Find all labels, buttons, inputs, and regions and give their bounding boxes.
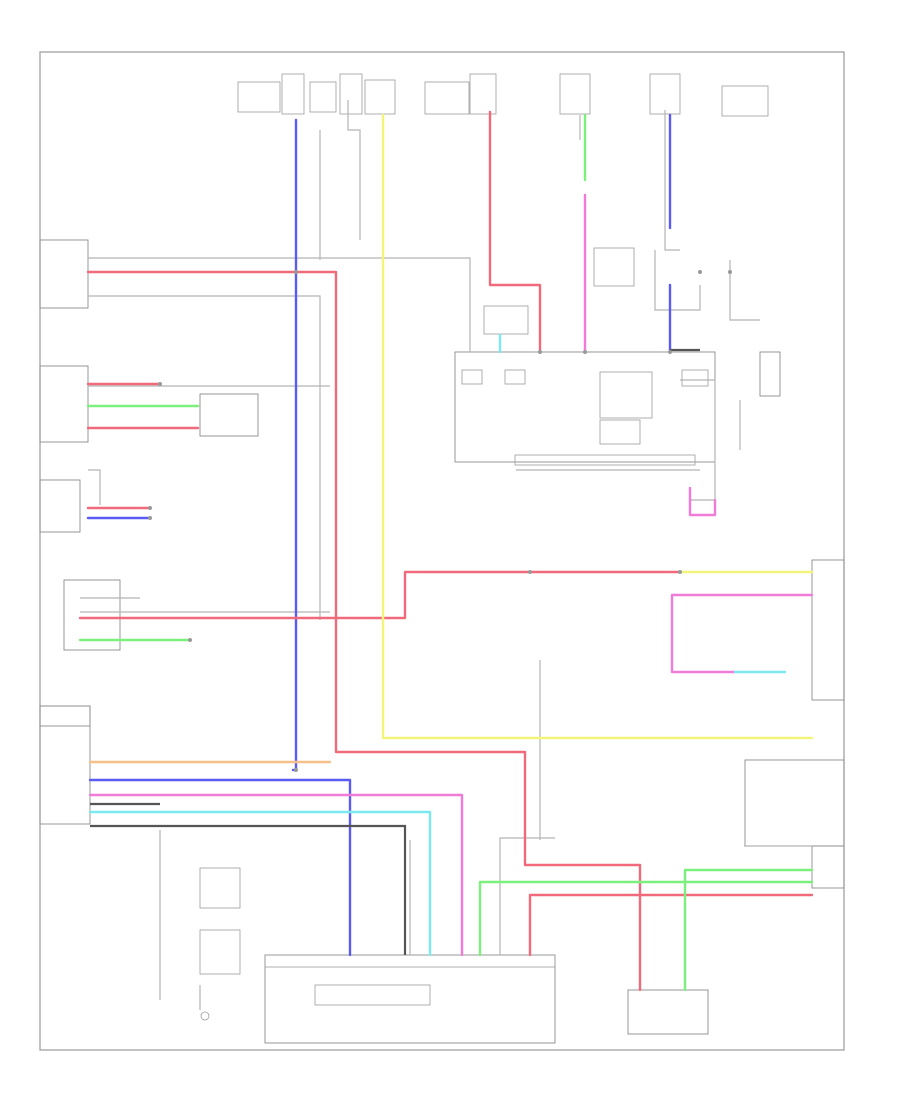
- fuse-5: [469, 73, 497, 115]
- wire-red-mid: [78, 570, 682, 620]
- right-component-3: [811, 845, 845, 889]
- fuse-block-group: [237, 73, 769, 117]
- fuse-4: [364, 79, 396, 115]
- left-components: [39, 239, 259, 825]
- component-mid-right: [593, 247, 635, 287]
- wire-blue-main: [291, 118, 298, 772]
- wire-pink-sw: [88, 793, 464, 957]
- fuse-7: [649, 73, 681, 115]
- colored-wires: [78, 110, 814, 992]
- wire-red-fuse: [488, 110, 542, 354]
- fuse-block-label-2: [424, 81, 470, 115]
- component-box-3: [39, 479, 81, 533]
- wire-darkgray: [90, 824, 407, 955]
- component-box-4: [63, 579, 121, 651]
- main-module-terminal-3: [681, 369, 709, 387]
- component-box-5: [39, 705, 91, 825]
- wire-cyan: [88, 810, 432, 957]
- component-box-2: [39, 365, 89, 443]
- wire-yellow-main: [381, 113, 814, 740]
- main-module-terminal-1: [461, 369, 483, 385]
- ground-symbol: [200, 1011, 210, 1021]
- fuse-1: [281, 73, 305, 115]
- resistor-box: [759, 351, 781, 397]
- wire-blue-sw: [88, 778, 352, 957]
- switch-header: [39, 705, 91, 727]
- main-module-box: [454, 351, 716, 463]
- relay-box-1: [199, 393, 259, 437]
- fuse-3: [339, 73, 363, 115]
- wire-pink-right: [688, 486, 717, 517]
- fuse-6: [559, 73, 591, 115]
- diagram-frame: [39, 51, 845, 1051]
- module-label-box: [483, 305, 529, 335]
- main-module-sub: [599, 419, 641, 445]
- bottom-right-module: [627, 989, 709, 1035]
- fuse-block-label-3: [721, 85, 769, 117]
- fuse-2: [309, 81, 337, 113]
- main-module-inner: [599, 371, 653, 419]
- main-module-terminal-2: [504, 369, 526, 385]
- bottom-main-module: [264, 954, 556, 1044]
- right-components: [627, 351, 845, 1035]
- main-module-lower: [514, 454, 696, 466]
- fuse-block-label-1: [237, 81, 281, 113]
- wire-green-bottom: [478, 880, 814, 957]
- connection-dots: [148, 270, 732, 772]
- bottom-module: [199, 867, 556, 1044]
- wire-pink-right-2: [670, 593, 814, 674]
- gray-wires: [80, 100, 812, 1010]
- right-component-2: [744, 759, 845, 847]
- bottom-module-header: [264, 954, 556, 968]
- wire-red-bottom: [528, 893, 814, 957]
- bottom-left-part-2: [199, 929, 241, 975]
- right-component-1: [811, 559, 845, 701]
- component-box-1: [39, 239, 89, 309]
- wire-red-top: [86, 270, 642, 992]
- bottom-module-inner: [314, 984, 431, 1006]
- bottom-left-part-1: [199, 867, 241, 909]
- wire-green-br: [683, 868, 814, 992]
